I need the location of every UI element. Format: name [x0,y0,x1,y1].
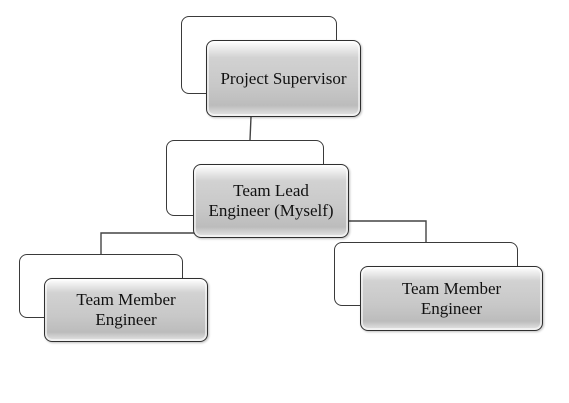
team-member-left-label: Team Member Engineer [76,290,176,329]
team-member-right-box[interactable]: Team Member Engineer [360,266,543,331]
team-lead-box[interactable]: Team Lead Engineer (Myself) [193,164,349,238]
project-supervisor-label: Project Supervisor [220,68,347,88]
connector-lead-to-right-member [349,220,427,242]
team-lead-label: Team Lead Engineer (Myself) [208,181,334,220]
team-member-left-box[interactable]: Team Member Engineer [44,278,208,342]
team-member-right-label: Team Member Engineer [401,278,502,318]
project-supervisor-box[interactable]: Project Supervisor [206,40,361,117]
